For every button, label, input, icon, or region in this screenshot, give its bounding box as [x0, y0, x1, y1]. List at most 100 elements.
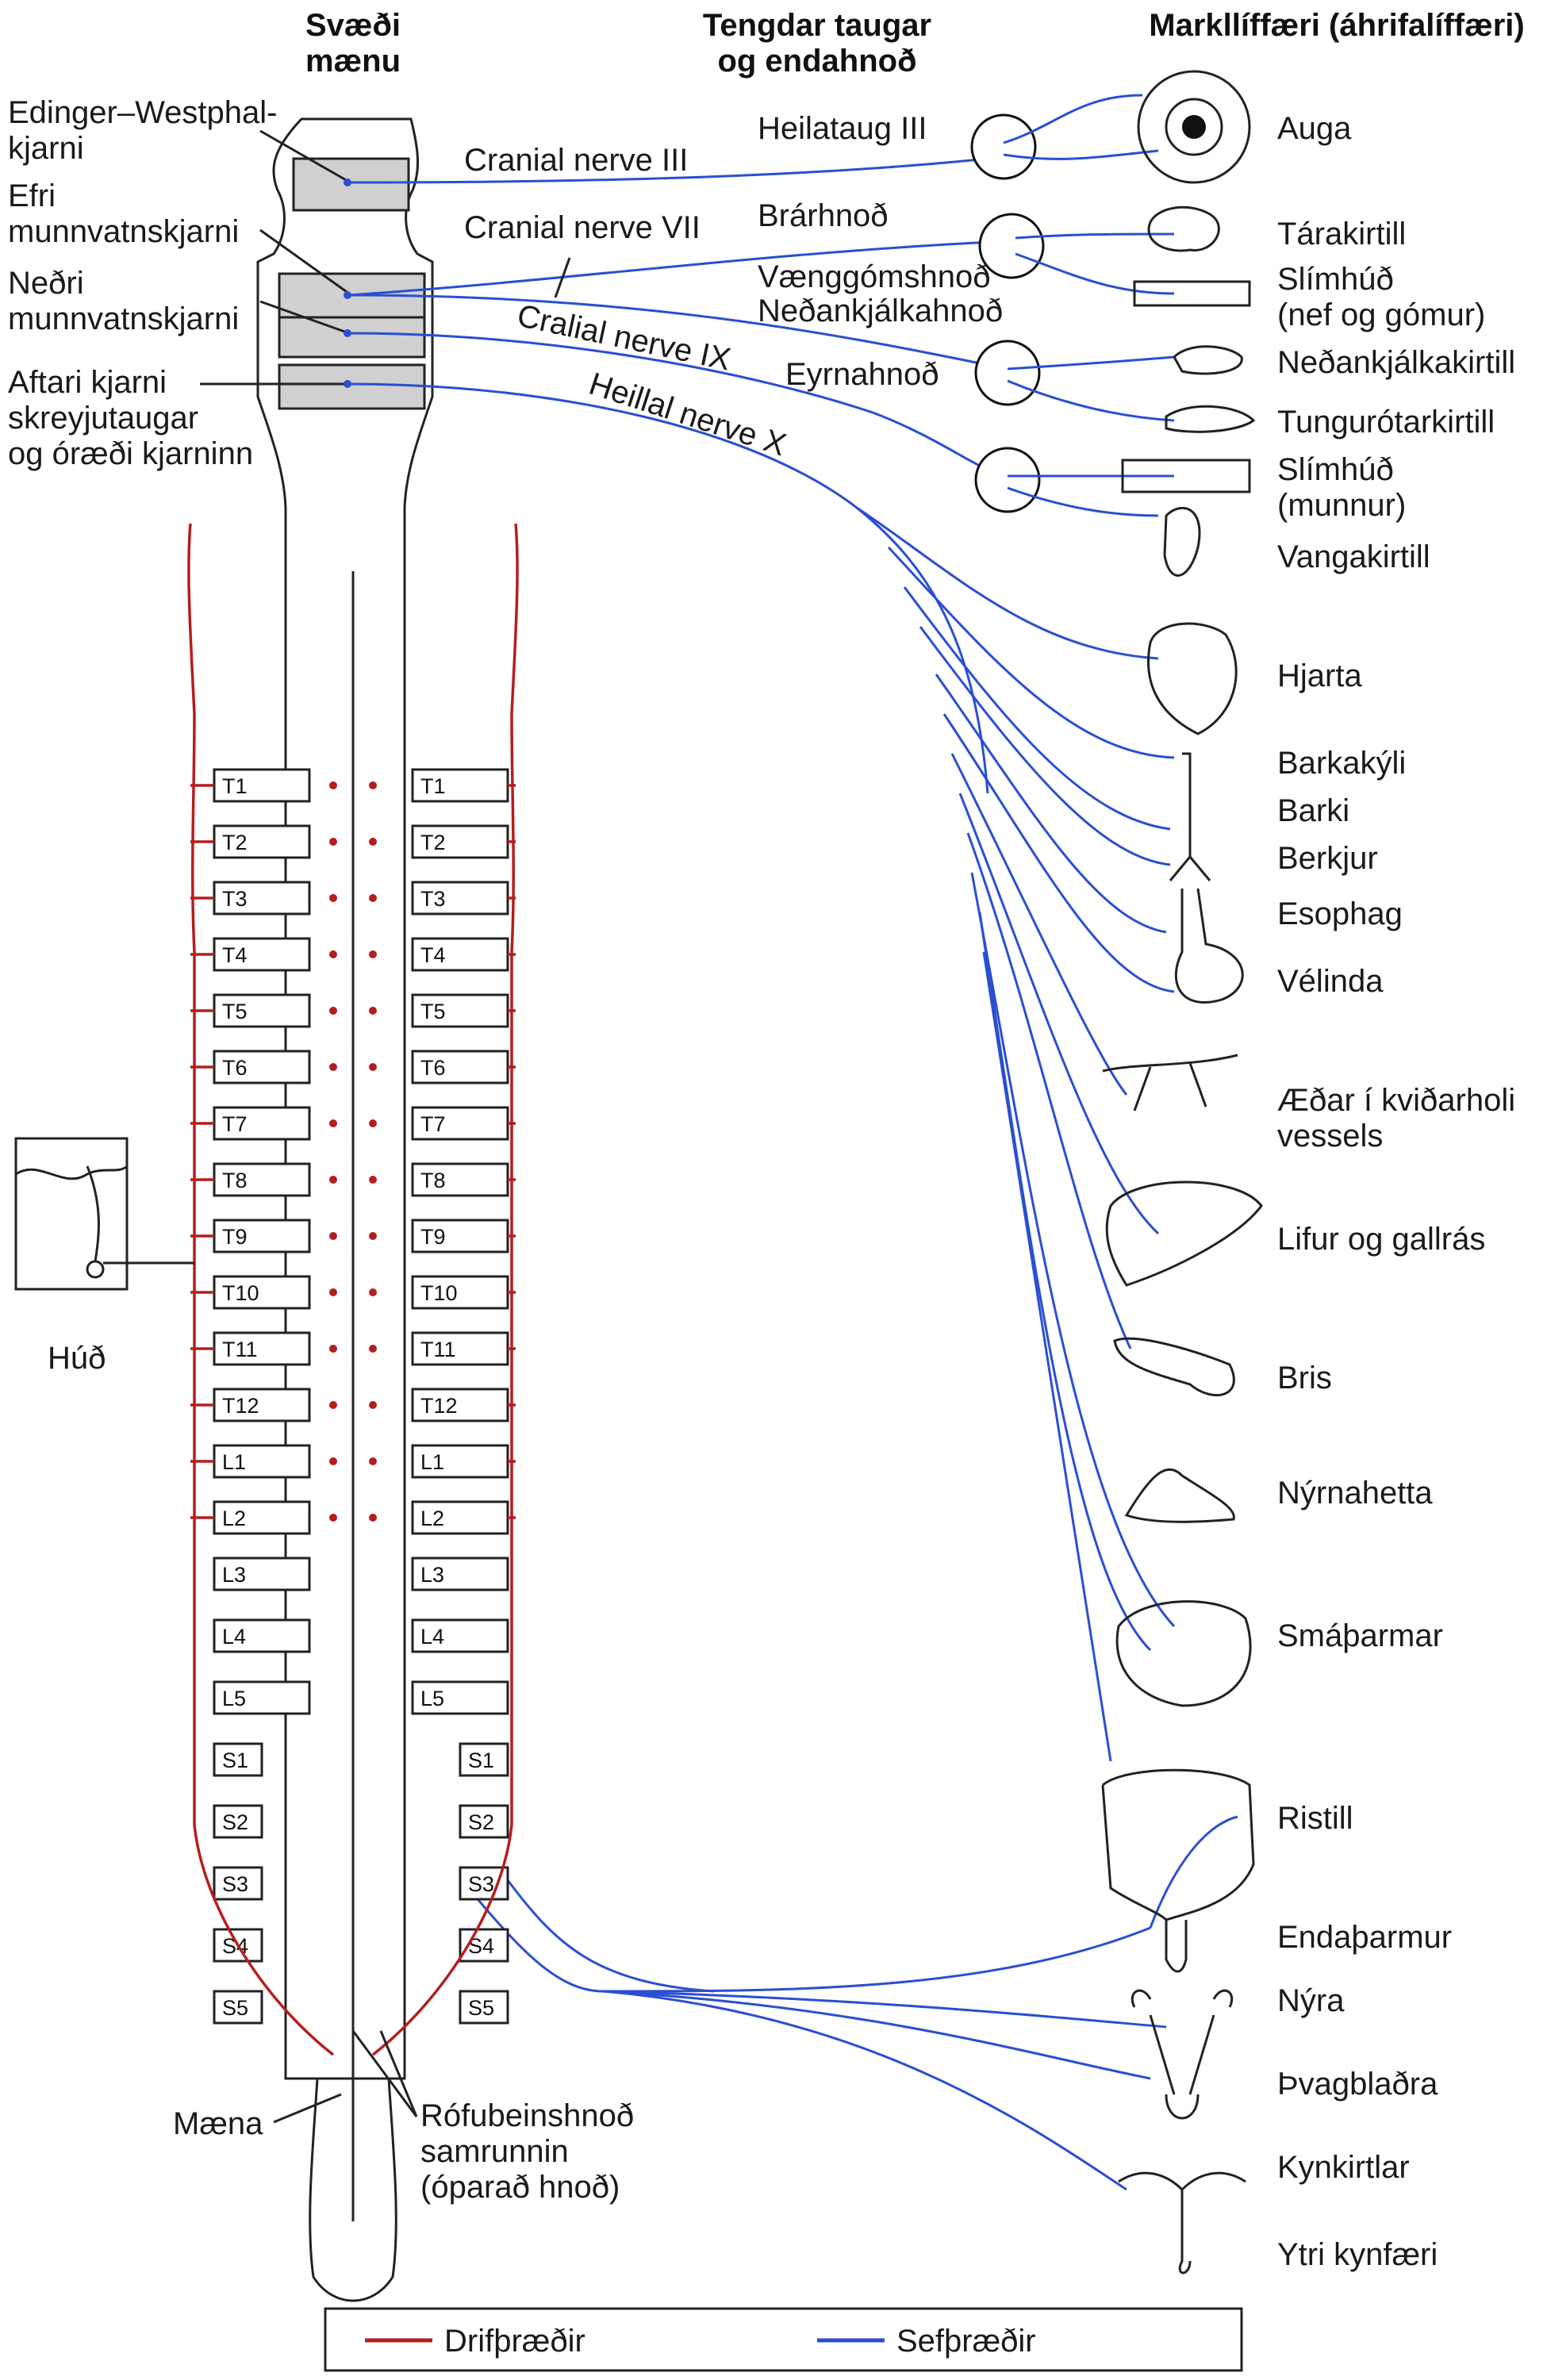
rectum-icon — [1165, 1920, 1188, 1973]
segment-box-right — [411, 937, 509, 972]
segment-box-right — [459, 1866, 509, 1901]
header-targets: Markllíffæri (áhrifalíffæri) — [1149, 8, 1524, 43]
segment-box-right — [411, 1275, 509, 1310]
segment-box-right — [411, 1388, 509, 1422]
target-endatharmur: Endaþarmur — [1277, 1920, 1452, 1955]
segment-node — [369, 781, 377, 789]
label-coccygeal-1: Rófubeinshnoð — [420, 2098, 634, 2133]
label-cord: Mæna — [173, 2106, 263, 2141]
segment-label-left: T5 — [222, 1000, 248, 1023]
segment-label-left: T12 — [222, 1394, 259, 1418]
segment-label-right: L4 — [420, 1625, 444, 1649]
segment-node — [369, 1288, 377, 1296]
eye-icon — [1137, 70, 1251, 184]
segment-box-left — [213, 1990, 263, 2025]
label-superior-1: Efri — [8, 178, 56, 213]
nucleus-labels: Edinger–Westphal- kjarni Efri munnvatnsk… — [8, 95, 350, 471]
label-coccygeal-3: (óparað hnoð) — [420, 2170, 620, 2205]
segment-node — [329, 1288, 337, 1296]
legend-motor-label: Drifþræðir — [444, 2324, 585, 2359]
segment-box-left — [213, 1388, 311, 1422]
segment-box-right — [411, 1557, 509, 1591]
segment-node — [369, 1514, 377, 1522]
nerve-cn3 — [347, 157, 988, 184]
segment-node — [329, 1007, 337, 1015]
target-vangakirtill: Vangakirtill — [1277, 539, 1430, 574]
segment-node — [329, 1119, 337, 1127]
submandibular-ganglion — [974, 340, 1041, 406]
label-dorsal-2: skreyjutaugar — [8, 401, 198, 436]
target-ytri: Ytri kynfæri — [1277, 2237, 1438, 2272]
reproductive-organs-icon — [1118, 2171, 1246, 2274]
segment-node — [369, 1457, 377, 1465]
label-dorsal-1: Aftari kjarni — [8, 365, 167, 400]
segment-box-left — [213, 1680, 311, 1715]
label-ciliary: Heilataug III — [758, 111, 927, 146]
segment-label-right: T9 — [420, 1225, 446, 1249]
organ-icons — [1101, 70, 1263, 2274]
stomach-icon — [1174, 888, 1244, 1004]
abdominal-vessels-icon — [1102, 1054, 1238, 1111]
segment-box-left — [213, 1162, 311, 1197]
segment-label-right: T4 — [420, 943, 446, 967]
kidney-bladder-icon — [1130, 1989, 1234, 2120]
segment-box-right — [411, 1162, 509, 1197]
target-slimhud-munn-2: (munnur) — [1277, 488, 1406, 523]
label-dorsal-3: og óræði kjarninn — [8, 436, 253, 471]
segment-box-right — [411, 1331, 509, 1366]
spinal-cord-outline — [256, 117, 434, 2302]
segment-box-right — [411, 1618, 509, 1653]
segment-label-right: T2 — [420, 831, 446, 854]
segment-node — [329, 1232, 337, 1240]
segment-label-left: T10 — [222, 1281, 259, 1305]
segment-label-right: T10 — [420, 1281, 458, 1305]
segment-box-left — [213, 1742, 263, 1777]
pancreas-icon — [1113, 1337, 1235, 1397]
small-intestine-icon — [1115, 1600, 1252, 1707]
segment-label-left: T9 — [222, 1225, 248, 1249]
target-nedankjalka: Neðankjálkakirtill — [1277, 345, 1515, 380]
segment-label-left: T1 — [222, 774, 248, 798]
header-nerves-line1: Tengdar taugar — [703, 8, 931, 43]
ganglia: Heilataug III Brárhnoð Vænggómshnoð Neða… — [758, 111, 1045, 513]
segment-box-right — [411, 881, 509, 916]
target-kynkirtlar: Kynkirtlar — [1277, 2150, 1410, 2185]
segment-box-left — [213, 1050, 311, 1084]
target-slimhud-munn-1: Slímhúð — [1277, 452, 1394, 487]
segment-label-right: S5 — [468, 1996, 494, 2020]
segment-box-right — [411, 993, 509, 1028]
nerve-cn9 — [347, 332, 1004, 478]
label-inferior-2: munnvatnskjarni — [8, 301, 239, 336]
label-pterygo-b: Vænggómshnoð — [758, 259, 991, 294]
segment-label-left: T4 — [222, 943, 248, 967]
label-coccygeal-2: samrunnin — [420, 2134, 569, 2169]
lacrimal-gland-icon — [1147, 205, 1220, 252]
segment-box-right — [411, 1106, 509, 1141]
segment-label-left: S2 — [222, 1810, 248, 1834]
header-region-line2: mænu — [305, 44, 401, 79]
target-barki: Barki — [1277, 793, 1349, 828]
segment-label-right: L5 — [420, 1687, 444, 1710]
column-headers: Svæði mænu Tengdar taugar og endahnoð Ma… — [305, 8, 1525, 79]
segment-label-left: T2 — [222, 831, 248, 854]
segment-box-left — [213, 1331, 311, 1366]
label-superior-2: munnvatnskjarni — [8, 214, 239, 249]
segment-label-left: L3 — [222, 1563, 246, 1587]
segment-box-right — [411, 1219, 509, 1253]
segment-label-right: S2 — [468, 1810, 494, 1834]
target-tarakirtill: Tárakirtill — [1277, 217, 1406, 251]
target-slimhud-nef-2: (nef og gómur) — [1277, 298, 1485, 332]
sublingual-gland-icon — [1165, 405, 1256, 433]
nasal-mucosa-icon — [1133, 280, 1251, 307]
segment-box-left — [213, 1275, 311, 1310]
segment-label-left: L5 — [222, 1687, 246, 1710]
segment-node — [329, 1401, 337, 1409]
label-inferior-1: Neðri — [8, 266, 84, 301]
segment-box-right — [411, 768, 509, 803]
segment-label-right: T11 — [420, 1338, 456, 1361]
segment-box-right — [411, 1680, 509, 1715]
target-barkakyli: Barkakýli — [1277, 746, 1406, 781]
header-nerves-line2: og endahnoð — [717, 44, 916, 79]
